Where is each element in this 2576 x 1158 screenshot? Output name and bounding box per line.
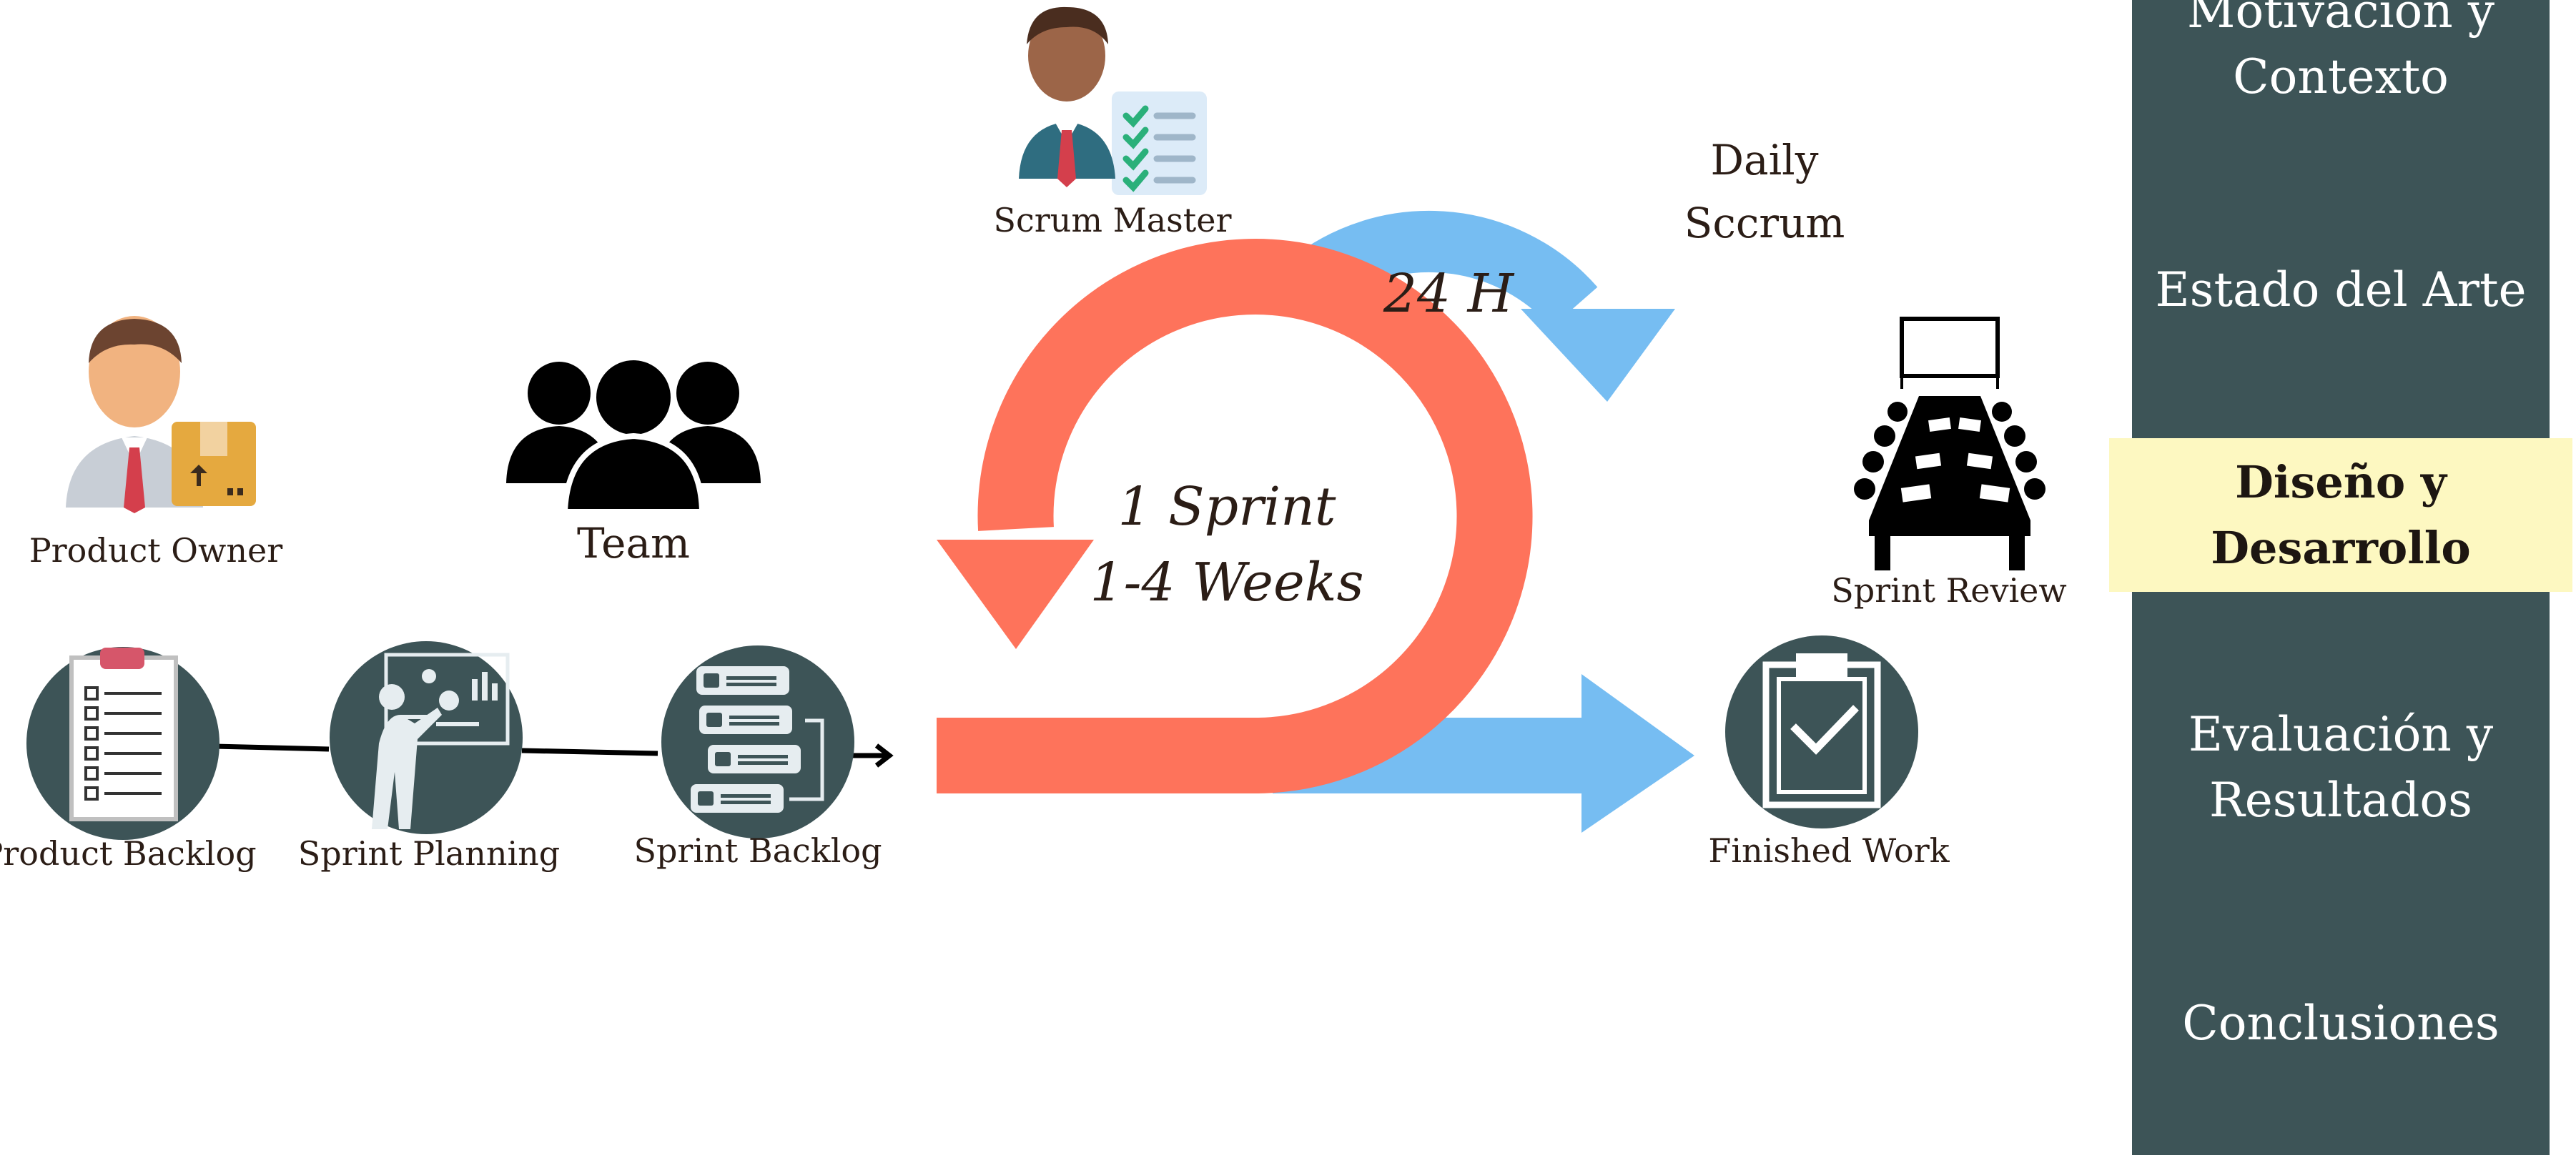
nav-item-motivacion[interactable]: Motivación y Contexto [2132, 0, 2550, 110]
flow-connector [214, 743, 894, 768]
sprint-label-line2: 1-4 Weeks [1090, 552, 1363, 613]
sprint-loop-arrow [937, 239, 1533, 793]
daily-label-line1: Daily [1711, 136, 1819, 184]
product-owner-label: Product Owner [29, 531, 283, 570]
nav-item-evaluacion[interactable]: Evaluación y Resultados [2132, 702, 2550, 833]
nav-item-conclusiones[interactable]: Conclusiones [2132, 991, 2550, 1056]
sprint-backlog-label: Sprint Backlog [633, 831, 882, 870]
scrum-master-icon [1019, 6, 1207, 195]
sprint-review-label: Sprint Review [1831, 571, 2067, 610]
product-backlog-label: Product Backlog [0, 834, 257, 873]
product-backlog-icon [26, 647, 219, 840]
nav-item-label-line1: Estado del Arte [2155, 262, 2527, 317]
nav-item-diseno-active[interactable]: Diseño y Desarrollo [2109, 438, 2572, 592]
nav-item-label-line2: Contexto [2233, 49, 2449, 104]
sprint-review-icon [1854, 317, 2045, 570]
product-owner-icon [66, 316, 256, 513]
daily-label-line2: Sccrum [1684, 199, 1845, 247]
team-icon [506, 355, 761, 515]
finished-work-label: Finished Work [1708, 831, 1950, 870]
nav-item-label-line1: Evaluación y [2188, 707, 2494, 762]
nav-item-label-line1: Motivación y [2186, 0, 2495, 39]
nav-item-label-line1: Conclusiones [2182, 996, 2499, 1051]
sprint-planning-label: Sprint Planning [298, 834, 561, 873]
finished-work-icon [1725, 635, 1918, 828]
scrum-master-label: Scrum Master [994, 201, 1232, 239]
nav-item-estado-del-arte[interactable]: Estado del Arte [2132, 257, 2550, 323]
daily-duration-label: 24 H [1383, 263, 1515, 325]
sprint-label-line1: 1 Sprint [1117, 476, 1336, 538]
sprint-backlog-icon [661, 645, 854, 838]
nav-item-label-line1: Diseño y [2235, 455, 2447, 508]
team-label: Team [577, 519, 690, 568]
nav-item-label-line2: Resultados [2209, 773, 2472, 828]
nav-item-label-line2: Desarrollo [2211, 521, 2471, 574]
sprint-planning-icon [330, 641, 523, 834]
